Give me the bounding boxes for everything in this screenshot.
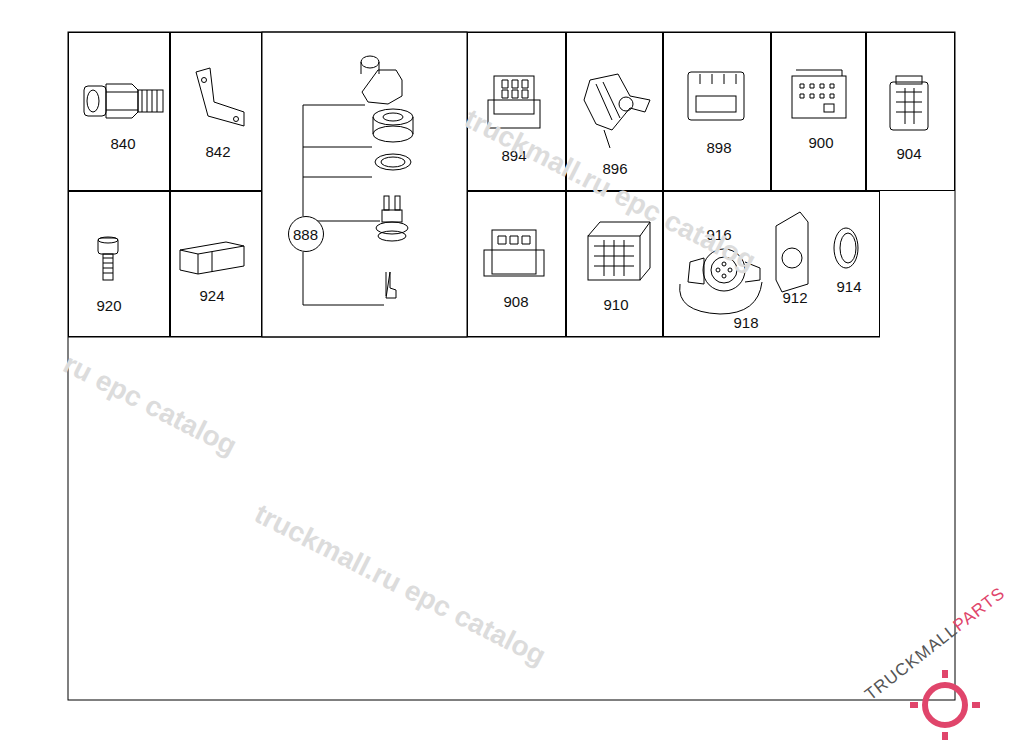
screw <box>98 237 118 280</box>
leader-lines <box>303 105 384 305</box>
logo-text: TRUCKMALL <box>861 620 961 704</box>
nut <box>373 109 413 142</box>
part-cell: 900 <box>771 32 866 191</box>
callout-number: 840 <box>110 136 135 151</box>
watermark: ru epc catalog <box>59 349 241 460</box>
callout-number: 920 <box>96 298 121 313</box>
part-cell: 916918912914 <box>663 191 880 337</box>
logo-text: PARTS <box>950 583 1009 635</box>
callout-number: 900 <box>808 135 833 150</box>
part-cell: 898 <box>663 32 771 191</box>
callout-number: 904 <box>896 146 921 161</box>
callout-number: 888 <box>293 226 318 241</box>
part-cell: 908 <box>467 191 566 337</box>
bracket <box>196 68 244 126</box>
elbow-fitting <box>361 56 402 104</box>
callout-number: 910 <box>603 297 628 312</box>
group-cell <box>262 32 467 337</box>
connector-904 <box>890 76 928 130</box>
connector-896 <box>584 74 650 148</box>
plug <box>376 196 408 241</box>
connector-910 <box>588 222 650 280</box>
frame <box>68 32 955 700</box>
callout-number: 924 <box>199 288 224 303</box>
callout-number: 914 <box>836 279 861 294</box>
part-cell: 920 <box>68 191 170 337</box>
watermark: truckmall.ru epc catalog <box>250 499 550 670</box>
callout-number: 908 <box>503 294 528 309</box>
callout-number: 912 <box>782 290 807 305</box>
part-cell: 840 <box>68 32 170 191</box>
part-cell: 924 <box>170 191 262 337</box>
callout-number: 918 <box>733 315 758 330</box>
terminal <box>386 272 396 298</box>
o-ring <box>375 154 411 170</box>
callout-number: 898 <box>706 140 731 155</box>
ring <box>834 228 858 268</box>
part-cell: 904 <box>866 32 955 191</box>
plate <box>776 212 808 292</box>
connector-898 <box>688 72 744 120</box>
fitting <box>84 84 163 118</box>
connector-900 <box>792 70 846 118</box>
sleeve <box>180 242 244 274</box>
part-cell: 842 <box>170 32 262 191</box>
logo-gear <box>910 670 980 740</box>
connector-908 <box>484 230 544 276</box>
callout-circle: 888 <box>288 216 324 252</box>
callout-number: 842 <box>205 144 230 159</box>
